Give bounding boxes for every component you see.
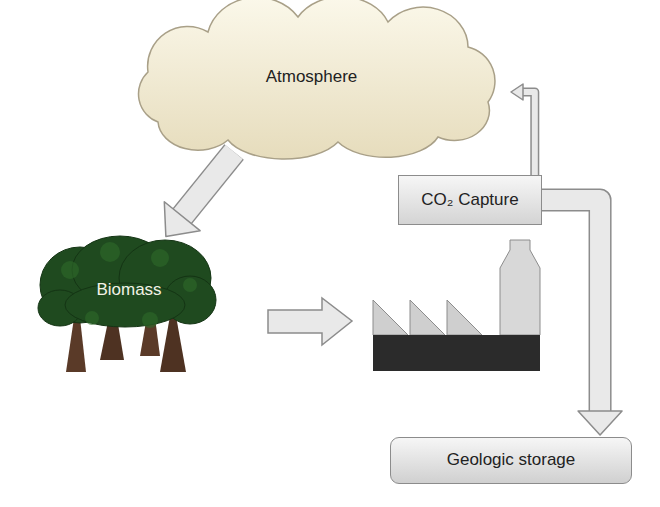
cloud-node: Atmosphere <box>118 2 505 152</box>
storage-box: Geologic storage <box>390 437 632 484</box>
biomass-node: Biomass <box>40 238 218 372</box>
factory-base <box>373 335 540 371</box>
flow-connector <box>511 84 535 175</box>
factory-roof <box>447 300 482 335</box>
factory <box>373 240 540 371</box>
arrow-head <box>164 202 200 237</box>
arrow-body <box>182 152 235 217</box>
canopy-highlight <box>61 242 197 328</box>
arrow-body <box>542 200 600 412</box>
flow-connector <box>542 200 622 435</box>
node-label: CO₂ Capture <box>421 190 518 210</box>
factory-chimney <box>500 240 540 335</box>
tree-canopy <box>38 236 216 327</box>
process-box: CO₂ Capture <box>398 175 542 225</box>
node-label: Biomass <box>96 280 161 300</box>
tree-trunk <box>66 318 86 372</box>
flow-connector <box>164 152 234 236</box>
tree-trunk <box>160 316 186 372</box>
factory-roof <box>410 300 445 335</box>
arrow-head <box>578 411 622 435</box>
tree-trunk <box>140 310 160 356</box>
node-label: Geologic storage <box>447 450 576 470</box>
arrow-outline <box>522 92 535 175</box>
cloud-outline <box>139 0 495 159</box>
node-label: Atmosphere <box>266 67 358 87</box>
arrow-outline <box>182 152 235 217</box>
trees <box>38 236 216 372</box>
arrow-head <box>511 84 523 100</box>
flow-arrow <box>268 298 352 345</box>
factory-roof <box>373 300 408 335</box>
arrow-body <box>522 92 535 175</box>
arrow-outline <box>542 200 600 412</box>
